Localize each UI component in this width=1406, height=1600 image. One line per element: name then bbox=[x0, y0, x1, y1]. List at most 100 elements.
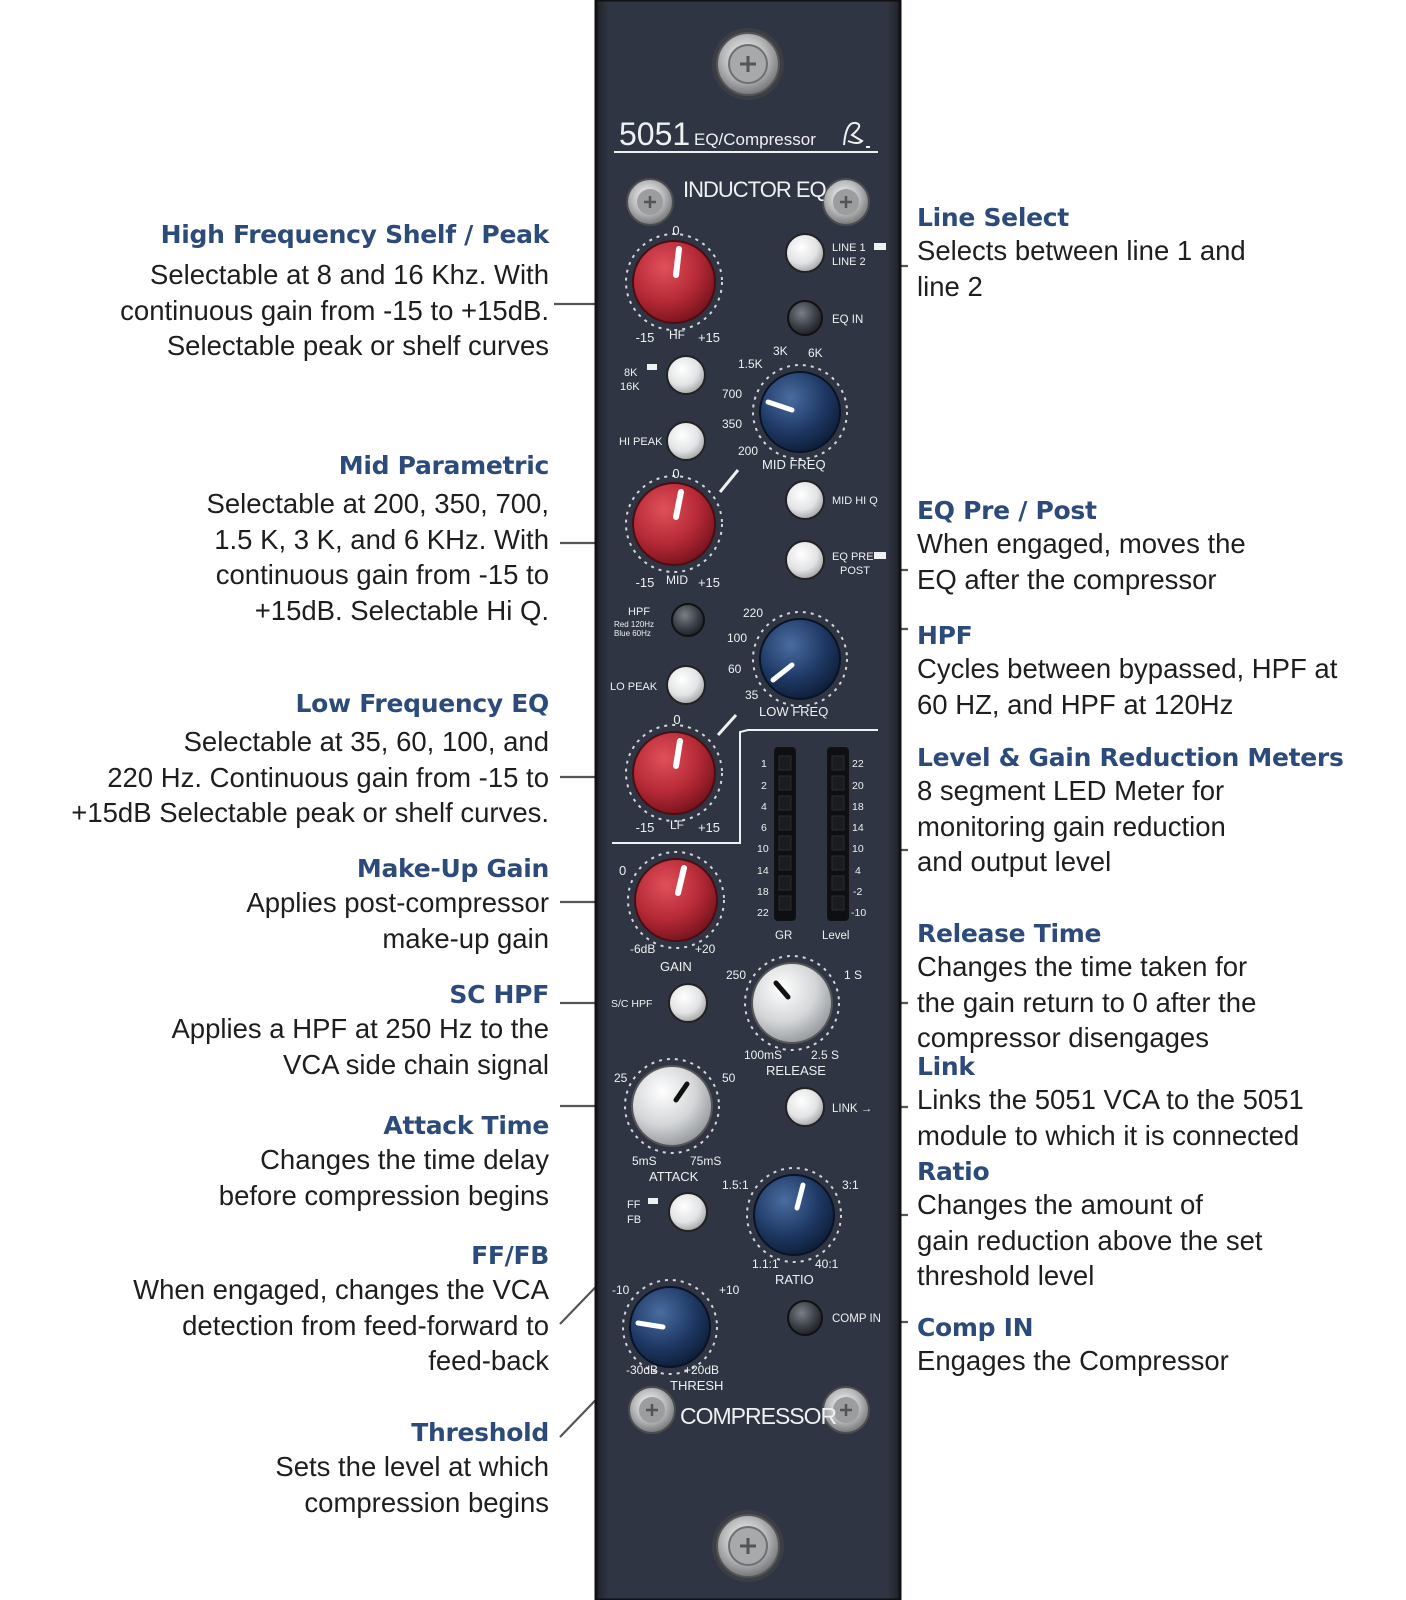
hpf-button[interactable] bbox=[671, 603, 705, 637]
panel-label: S/C HPF bbox=[611, 998, 652, 1010]
panel-label: 350 bbox=[722, 417, 742, 431]
comp-in-button[interactable] bbox=[787, 1300, 823, 1336]
panel-label: RATIO bbox=[775, 1272, 814, 1287]
panel-label: HI PEAK bbox=[619, 436, 663, 448]
attack-knob[interactable] bbox=[631, 1065, 713, 1147]
annotation-attack: Attack Time Changes the time delay befor… bbox=[0, 1111, 550, 1213]
annotation-body: Cycles between bypassed, HPF at 60 HZ, a… bbox=[917, 653, 1338, 720]
hf-frequency-button[interactable] bbox=[666, 355, 706, 395]
panel-label: Level bbox=[822, 930, 850, 942]
panel-label: LINE 2 bbox=[832, 256, 866, 268]
model-subtitle: EQ/Compressor bbox=[694, 130, 816, 149]
panel-label: 22 bbox=[757, 907, 769, 919]
panel-label: 700 bbox=[722, 387, 742, 401]
annotation-title: FF/FB bbox=[471, 1241, 549, 1270]
ff-fb-button[interactable] bbox=[668, 1192, 708, 1232]
line-select-button[interactable] bbox=[785, 233, 825, 273]
annotation-ratio: Ratio Changes the amount of gain reducti… bbox=[917, 1157, 1406, 1294]
panel-label: POST bbox=[840, 565, 870, 577]
release-knob[interactable] bbox=[751, 962, 833, 1044]
annotation-title: Level & Gain Reduction Meters bbox=[917, 743, 1344, 772]
annotation-title: Low Frequency EQ bbox=[295, 689, 550, 718]
panel-label: -10 bbox=[851, 907, 866, 919]
mid-gain-knob[interactable] bbox=[632, 482, 716, 566]
panel-label: GR bbox=[775, 930, 792, 942]
link-button[interactable] bbox=[785, 1087, 825, 1127]
mid-freq-knob[interactable] bbox=[759, 371, 841, 453]
threshold-knob[interactable] bbox=[629, 1286, 711, 1368]
panel-label: 4 bbox=[855, 865, 861, 877]
panel-label: 1.5:1 bbox=[722, 1178, 749, 1192]
annotation-makeup: Make-Up Gain Applies post-compressor mak… bbox=[0, 854, 549, 956]
panel-label: COMP IN bbox=[832, 1313, 881, 1325]
hi-peak-button[interactable] bbox=[666, 421, 706, 461]
annotation-body: Changes the amount of gain reduction abo… bbox=[917, 1189, 1263, 1291]
panel-label: 22 bbox=[852, 758, 864, 770]
panel-label: ATTACK bbox=[649, 1169, 699, 1184]
panel-label: 10 bbox=[757, 843, 769, 855]
annotation-title: Make-Up Gain bbox=[356, 854, 549, 883]
annotation-title: Mid Parametric bbox=[338, 451, 550, 480]
annotation-body: Applies a HPF at 250 Hz to the VCA side … bbox=[171, 1013, 549, 1080]
mid-hi-q-button[interactable] bbox=[785, 480, 825, 520]
panel-label: 220 bbox=[743, 606, 763, 620]
panel-label: 18 bbox=[852, 801, 864, 813]
panel-label: 5mS bbox=[632, 1154, 657, 1168]
panel-label: 8K bbox=[624, 367, 638, 379]
panel-label: 18 bbox=[757, 886, 769, 898]
annotation-eq-pre-post: EQ Pre / Post When engaged, moves the EQ… bbox=[917, 496, 1406, 597]
annotation-body: When engaged, moves the EQ after the com… bbox=[917, 528, 1246, 595]
panel-label: FB bbox=[627, 1214, 641, 1226]
panel-label: +15 bbox=[698, 575, 720, 590]
panel-label: EQ PRE bbox=[832, 551, 874, 563]
comp-section-title: COMPRESSOR bbox=[680, 1403, 837, 1429]
level-meter bbox=[827, 747, 849, 921]
panel-label: -15 bbox=[636, 820, 655, 835]
panel-label: MID HI Q bbox=[832, 495, 878, 507]
panel-label: 100mS bbox=[744, 1048, 782, 1062]
hf-gain-knob[interactable] bbox=[632, 240, 716, 324]
annotation-title: Ratio bbox=[917, 1157, 990, 1186]
annotation-title: Comp IN bbox=[917, 1313, 1034, 1342]
panel-label: 14 bbox=[757, 865, 769, 877]
annotation-title: Attack Time bbox=[383, 1111, 549, 1140]
annotation-hpf: HPF Cycles between bypassed, HPF at 60 H… bbox=[917, 621, 1406, 722]
annotation-body: Selectable at 35, 60, 100, and 220 Hz. C… bbox=[71, 726, 549, 828]
panel-label: 2.5 S bbox=[811, 1048, 839, 1062]
panel-label: MID FREQ bbox=[762, 457, 826, 472]
panel-label: 0 bbox=[672, 466, 679, 481]
panel-label: 1 S bbox=[844, 968, 862, 982]
makeup-gain-knob[interactable] bbox=[634, 858, 718, 942]
annotation-body: Selectable at 8 and 16 Khz. With continu… bbox=[120, 259, 549, 361]
lf-gain-knob[interactable] bbox=[632, 731, 716, 815]
panel-label: +15 bbox=[698, 330, 720, 345]
comp-section-screw-right bbox=[822, 1386, 870, 1434]
panel-label: 6 bbox=[761, 822, 767, 834]
panel-label: 4 bbox=[761, 801, 767, 813]
annotation-title: SC HPF bbox=[449, 980, 549, 1009]
annotation-sc-hpf: SC HPF Applies a HPF at 250 Hz to the VC… bbox=[0, 980, 549, 1082]
eq-section-screw-left bbox=[626, 178, 674, 226]
lo-peak-button[interactable] bbox=[666, 665, 706, 705]
eq-pre-post-button[interactable] bbox=[785, 540, 825, 580]
annotation-body: Engages the Compressor bbox=[917, 1345, 1229, 1376]
eq-in-button[interactable] bbox=[787, 300, 823, 336]
panel-label: Blue 60Hz bbox=[614, 629, 651, 638]
annotation-meters: Level & Gain Reduction Meters 8 segment … bbox=[917, 743, 1406, 880]
annotation-body: Selectable at 200, 350, 700, 1.5 K, 3 K,… bbox=[206, 488, 550, 626]
panel-label: 60 bbox=[728, 662, 742, 676]
panel-label: +15 bbox=[698, 820, 720, 835]
panel-label: HF bbox=[669, 328, 685, 342]
low-freq-knob[interactable] bbox=[759, 618, 841, 700]
ratio-knob[interactable] bbox=[753, 1174, 835, 1256]
panel-label: 200 bbox=[738, 444, 758, 458]
sc-hpf-button[interactable] bbox=[668, 983, 708, 1023]
annotation-link: Link Links the 5051 VCA to the 5051 modu… bbox=[917, 1052, 1406, 1153]
annotation-title: High Frequency Shelf / Peak bbox=[160, 220, 550, 249]
eq-section-title: INDUCTOR EQ bbox=[683, 177, 826, 202]
panel-label: 14 bbox=[852, 822, 864, 834]
panel-label: 250 bbox=[726, 968, 746, 982]
panel-label: 16K bbox=[620, 381, 640, 393]
panel-label: 10 bbox=[852, 843, 864, 855]
